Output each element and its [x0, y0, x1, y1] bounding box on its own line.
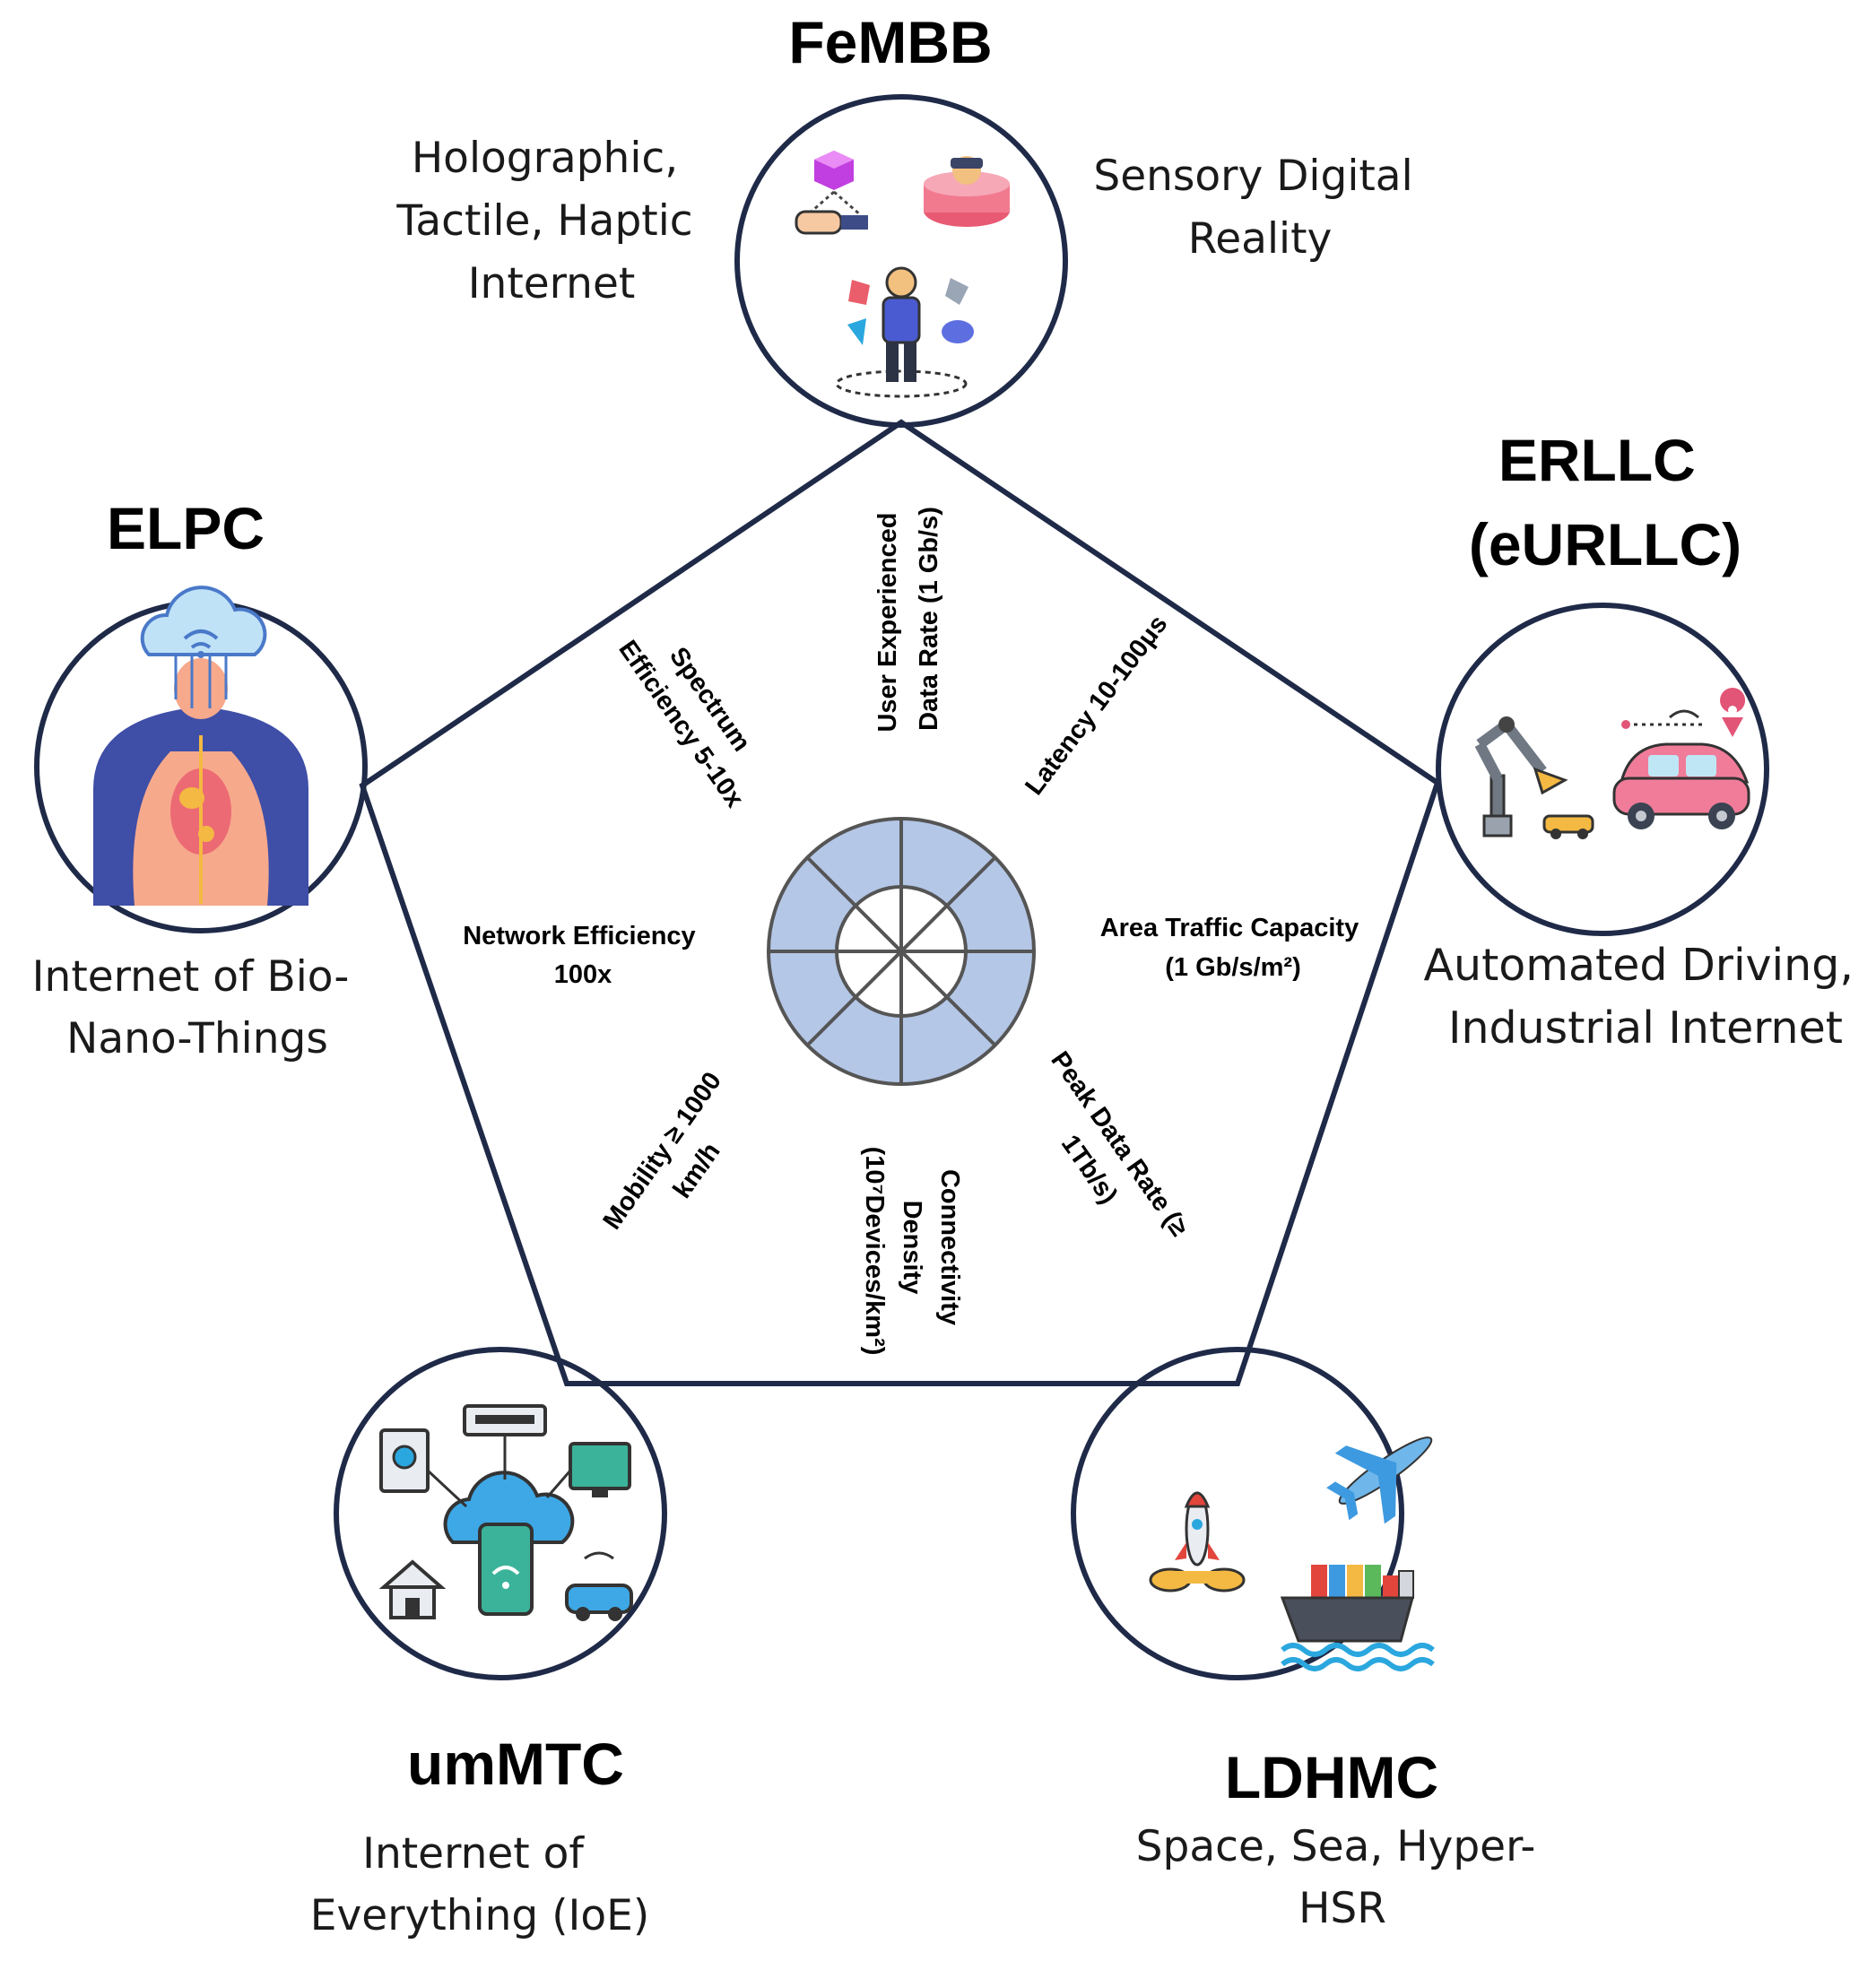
ldhmc-circle — [1071, 1347, 1404, 1680]
elpc-description: Internet of Bio- Nano-Things — [32, 952, 363, 1063]
airplane-icon — [1326, 1436, 1433, 1524]
node-title-ldhmc: LDHMC — [1225, 1744, 1438, 1810]
erllc-description: Automated Driving, Industrial Internet — [1424, 940, 1868, 1054]
fembb-circle — [734, 94, 1068, 428]
kpi-area-traffic-capacity: Area Traffic Capacity (1 Gb/s/m²) — [1100, 914, 1367, 982]
iot-cloud-icon — [378, 1404, 633, 1621]
center-wheel — [767, 817, 1036, 1086]
kpi-user-experienced-data-rate: User Experienced Data Rate (1 Gb/s) — [873, 505, 943, 732]
kpi-latency: Latency 10-100μs — [1020, 610, 1173, 800]
kpi-pentagon — [359, 419, 1441, 1386]
kpi-connectivity-density: Connectivity Density (10⁷Devices/km²) — [860, 1147, 964, 1356]
robot-arm-icon — [1474, 716, 1594, 839]
bio-body-cloud-icon — [93, 586, 308, 906]
ummtc-description: Internet of Everything (IoE) — [310, 1829, 649, 1940]
cargo-ship-icon — [1280, 1565, 1435, 1671]
node-title-erllc: ERLLC (eURLLC) — [1469, 427, 1741, 577]
immersive-user-icon — [835, 266, 974, 398]
kpi-network-efficiency: Network Efficiency 100x — [463, 922, 703, 989]
node-title-elpc: ELPC — [107, 495, 265, 561]
ummtc-circle — [334, 1347, 667, 1680]
connected-car-icon — [1612, 688, 1750, 829]
node-title-fembb: FeMBB — [788, 9, 992, 75]
hologram-hand-icon — [795, 151, 868, 235]
rocket-icon — [1149, 1491, 1246, 1592]
node-title-ummtc: umMTC — [407, 1731, 624, 1797]
kpi-spectrum-efficiency: Spectrum Efficiency 5-10x — [612, 613, 779, 812]
fembb-right-description: Sensory Digital Reality — [1093, 152, 1426, 264]
kpi-peak-data-rate: Peak Data Rate (≥ 1Tb/s) — [1012, 1046, 1197, 1270]
ldhmc-description: Space, Sea, Hyper- HSR — [1136, 1822, 1550, 1933]
fembb-left-description: Holographic, Tactile, Haptic Internet — [395, 134, 706, 308]
vr-headset-icon — [924, 156, 1010, 227]
erllc-circle — [1436, 603, 1769, 936]
kpi-mobility: Mobility ≥ 1000 km/h — [598, 1061, 764, 1257]
